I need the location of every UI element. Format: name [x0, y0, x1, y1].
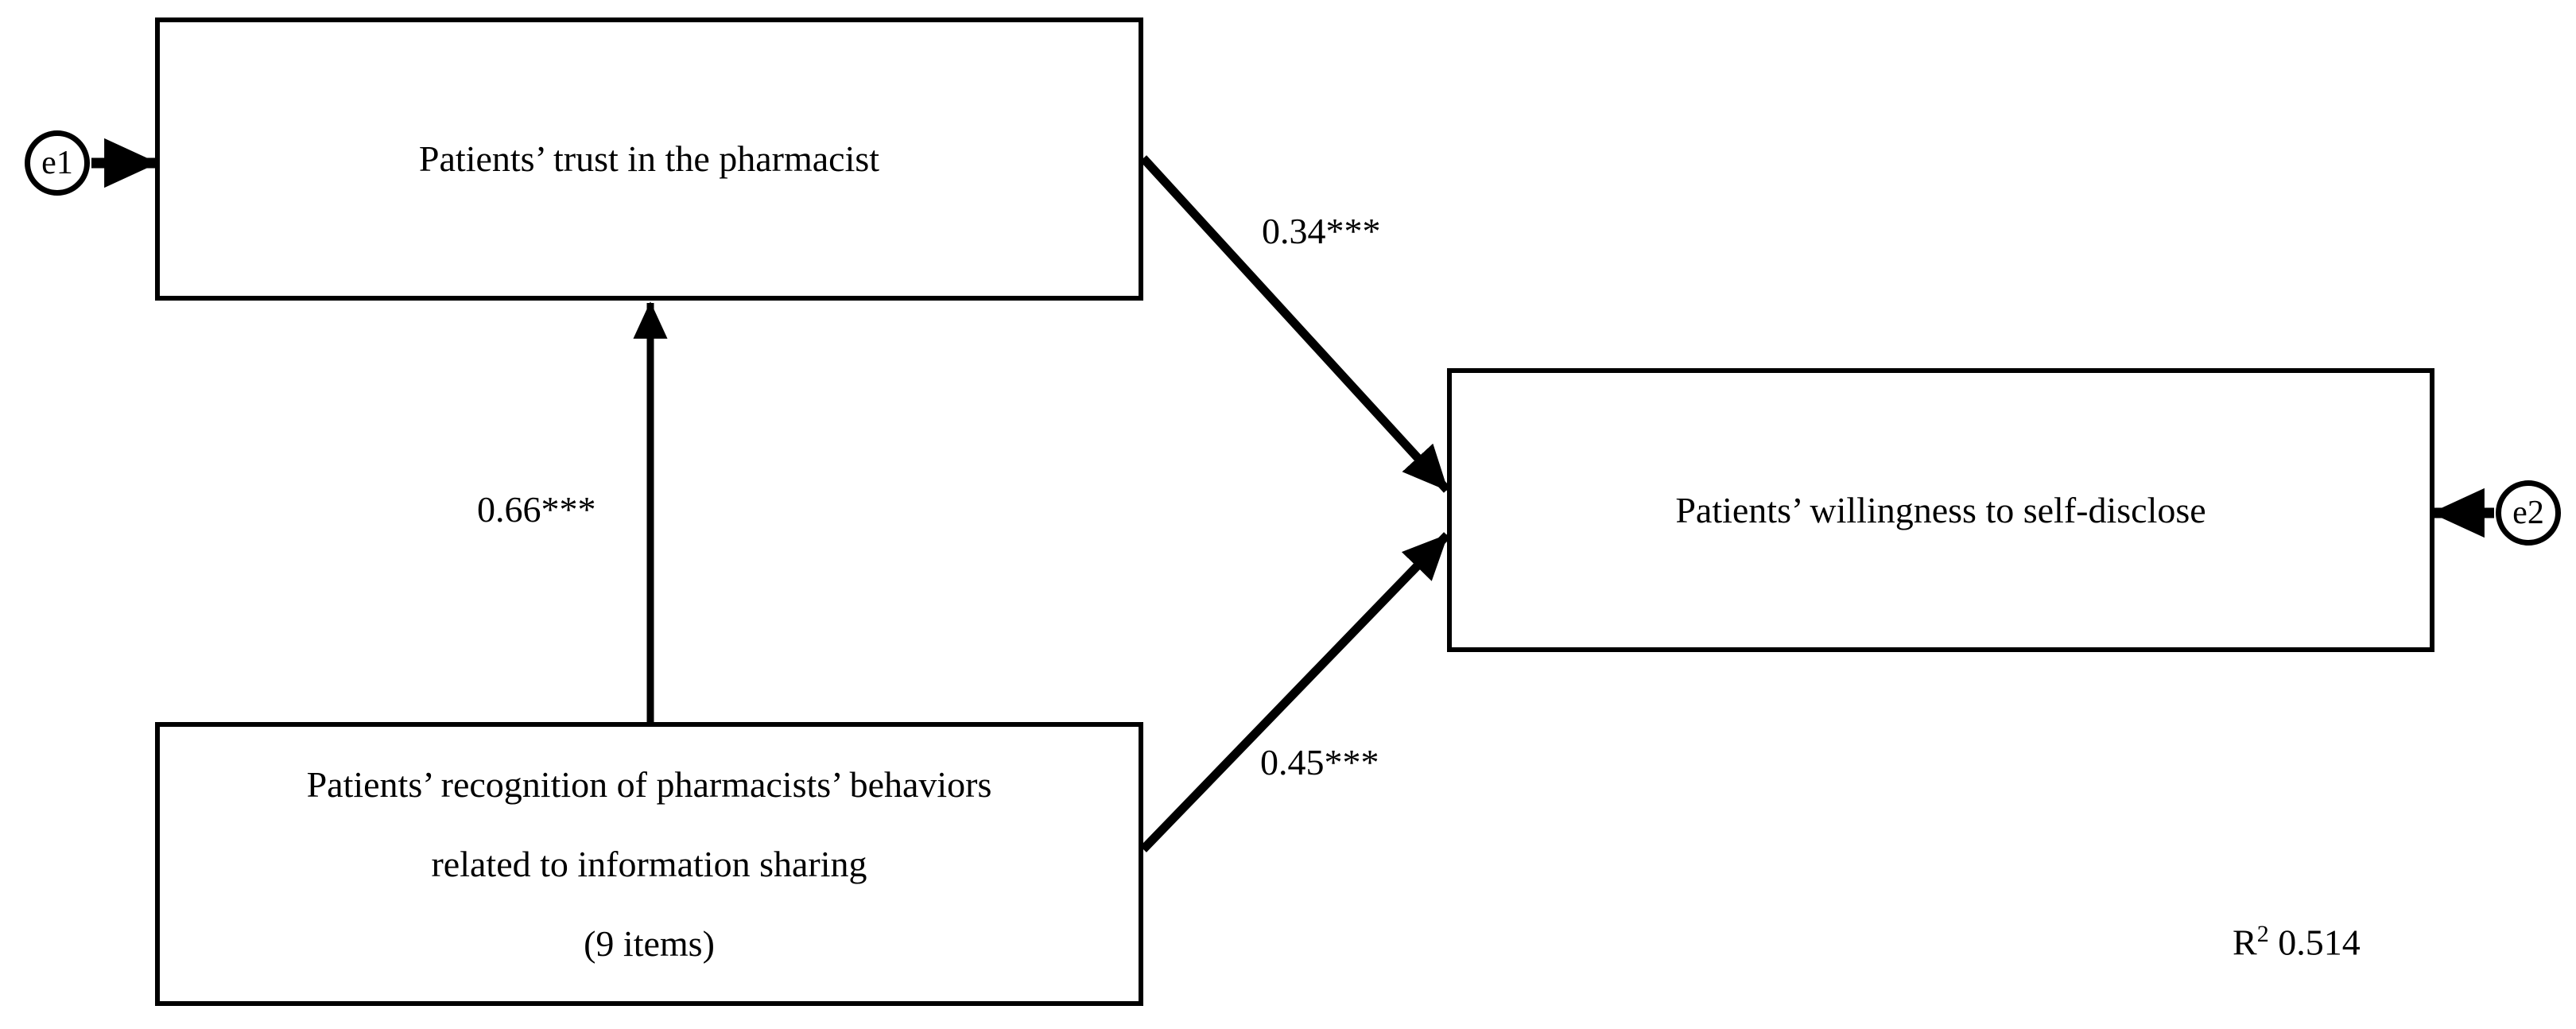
node-label-recognition-line-1: Patients’ recognition of pharmacists’ be…	[306, 763, 992, 805]
path-coefficient-trust-to-willingness: 0.34***	[1262, 211, 1381, 251]
connector-recognition-to-willingness	[1140, 532, 1450, 852]
node-label-recognition-line-2: related to information sharing	[431, 843, 867, 884]
node-box-trust[interactable]: Patients’ trust in the pharmacist	[155, 17, 1143, 301]
connector-trust-to-willingness	[1139, 155, 1451, 493]
r-squared-spacer	[2269, 922, 2279, 962]
node-box-willingness[interactable]: Patients’ willingness to self-disclose	[1447, 368, 2434, 652]
error-term-e2-label: e2	[2512, 495, 2544, 531]
r-squared-exponent: 2	[2256, 921, 2269, 947]
r-squared-value: 0.514	[2278, 922, 2361, 963]
error-term-e2[interactable]: e2	[2496, 480, 2561, 546]
path-coefficient-recognition-to-trust: 0.66***	[477, 489, 596, 530]
path-coefficient-recognition-to-willingness: 0.45***	[1260, 742, 1379, 782]
error-term-e1[interactable]: e1	[25, 130, 90, 196]
node-label-recognition-line-3: (9 items)	[584, 922, 715, 964]
node-label-trust-line-1: Patients’ trust in the pharmacist	[418, 138, 880, 179]
r-squared-symbol: R	[2233, 922, 2257, 963]
node-label-willingness-line-1: Patients’ willingness to self-disclose	[1675, 489, 2206, 530]
r-squared-statistic: R2 0.514	[2233, 922, 2361, 961]
error-term-e1-label: e1	[41, 145, 73, 181]
node-box-recognition[interactable]: Patients’ recognition of pharmacists’ be…	[155, 722, 1143, 1006]
